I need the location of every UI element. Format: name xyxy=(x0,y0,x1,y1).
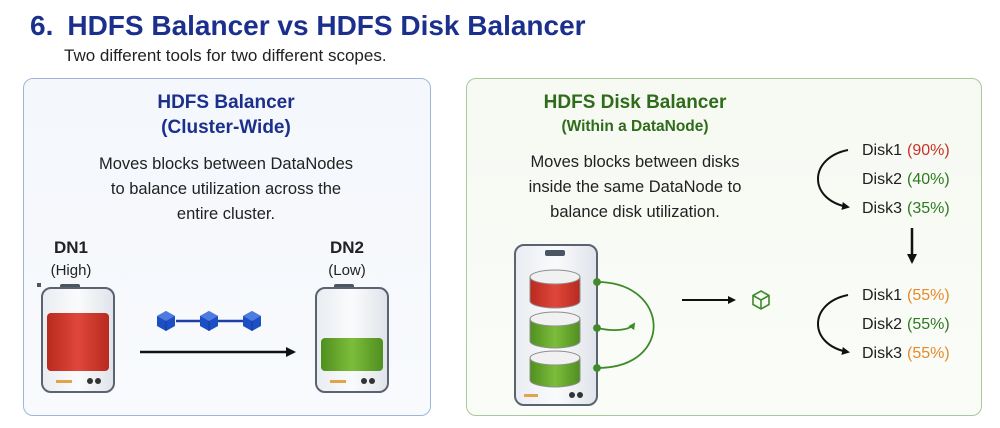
cube-icon xyxy=(243,311,261,331)
description-line: entire cluster. xyxy=(176,205,276,223)
dn1-high-fill xyxy=(47,313,109,371)
datanode-device xyxy=(514,244,598,406)
block-chain xyxy=(157,311,261,331)
left-panel-title: HDFS Balancer xyxy=(157,92,295,113)
right-panel-title: HDFS Disk Balancer xyxy=(543,92,727,113)
dn1-label: DN1 xyxy=(53,238,88,257)
dn1-device xyxy=(37,283,115,393)
after-disk1: Disk1(55%) xyxy=(862,287,950,304)
right-panel-scope: (Within a DataNode) xyxy=(561,118,709,135)
disk1-cylinder xyxy=(529,269,581,309)
curved-arrow-icon xyxy=(817,149,850,210)
description-line: inside the same DataNode to xyxy=(528,178,742,196)
dn2-state: (Low) xyxy=(328,262,366,279)
before-disk2: Disk2(40%) xyxy=(862,171,950,188)
dn2-label: DN2 xyxy=(329,238,364,257)
cube-icon xyxy=(200,311,218,331)
section-number: 6. xyxy=(30,10,54,41)
disk2-cylinder xyxy=(529,311,581,349)
before-disk3: Disk3(35%) xyxy=(862,200,950,217)
dn2-low-fill xyxy=(321,338,383,371)
curved-arrow-icon xyxy=(817,294,850,355)
left-panel-scope: (Cluster-Wide) xyxy=(161,117,291,138)
dn1-state: (High) xyxy=(50,262,92,279)
after-disk2: Disk2(55%) xyxy=(862,316,950,333)
cube-icon xyxy=(157,311,175,331)
before-disk1: Disk1(90%) xyxy=(862,142,950,159)
page-title: 6. HDFS Balancer vs HDFS Disk Balancer xyxy=(30,10,586,42)
disk-connectors xyxy=(593,278,655,372)
left-panel-description: Moves blocks between DataNodes to balanc… xyxy=(23,152,429,227)
page-subtitle: Two different tools for two different sc… xyxy=(64,46,387,65)
after-disk3: Disk3(55%) xyxy=(862,345,950,362)
description-line: Moves blocks between DataNodes xyxy=(98,155,354,173)
description-line: Moves blocks between disks xyxy=(530,153,740,171)
description-line: to balance utilization across the xyxy=(110,180,342,198)
disk3-cylinder xyxy=(529,350,581,388)
description-line: balance disk utilization. xyxy=(550,203,720,221)
dn2-device xyxy=(315,284,389,393)
right-panel-description: Moves blocks between disks inside the sa… xyxy=(500,150,770,225)
cube-icon xyxy=(752,290,770,310)
title-text: HDFS Balancer vs HDFS Disk Balancer xyxy=(67,10,586,41)
